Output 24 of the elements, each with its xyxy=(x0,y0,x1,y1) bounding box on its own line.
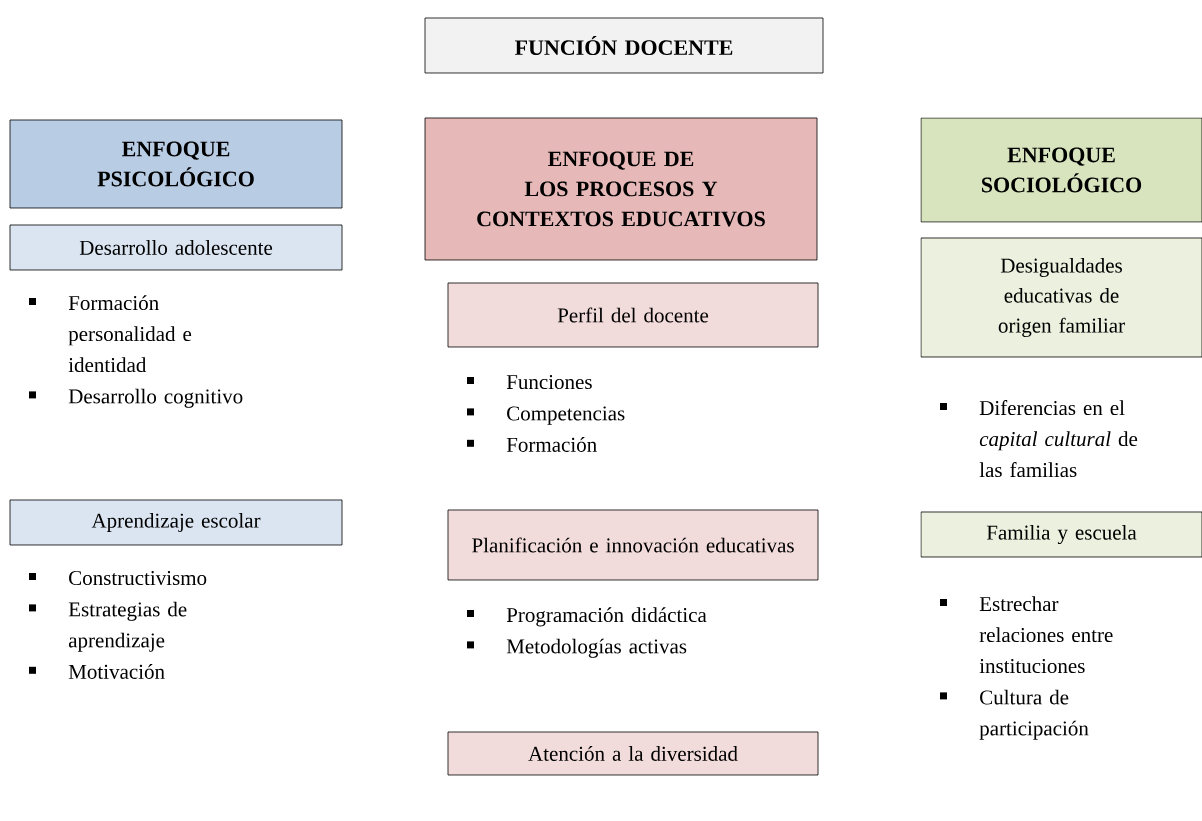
topic-box: Perfil del docente xyxy=(447,282,819,348)
bullet-item: Desarrollo cognitivo xyxy=(29,388,243,408)
topic-box: Desigualdades educativas de origen familiar xyxy=(920,237,1202,358)
header-box: ENFOQUE PSICOLÓGICO xyxy=(9,119,343,209)
bullet-item: Formación xyxy=(467,437,597,452)
bullet-item: Funciones xyxy=(467,375,592,390)
bullet-item: Cultura de participación xyxy=(940,689,1089,740)
topic-box: Atención a la diversidad xyxy=(447,731,819,776)
bullet-item: Competencias xyxy=(467,406,625,425)
topic-box: Desarrollo adolescente xyxy=(9,224,343,271)
bullet-item: Constructivismo xyxy=(29,571,207,586)
header-box: ENFOQUE SOCIOLÓGICO xyxy=(920,117,1202,223)
bullet-item: Estrechar relaciones entre instituciones xyxy=(940,596,1113,674)
bullet-item: Estrategias de aprendizaje xyxy=(29,601,187,652)
bullet-item: Programación didáctica xyxy=(467,607,707,627)
bullet-item: Metodologías activas xyxy=(467,638,687,658)
bullet-item: Formación personalidad e identidad xyxy=(29,295,192,373)
topic-box: Planificación e innovación educativas xyxy=(447,509,819,581)
header-box: ENFOQUE DE LOS PROCESOS Y CONTEXTOS EDUCATIVOS xyxy=(424,117,818,261)
bullet-item: Diferencias en el capital cultural de las familias xyxy=(940,400,1138,478)
title-box: FUNCIÓN DOCENTE xyxy=(424,17,824,74)
topic-box: Familia y escuela xyxy=(920,511,1202,558)
topic-box: Aprendizaje escolar xyxy=(9,499,343,546)
bullet-item: Motivación xyxy=(29,664,165,679)
